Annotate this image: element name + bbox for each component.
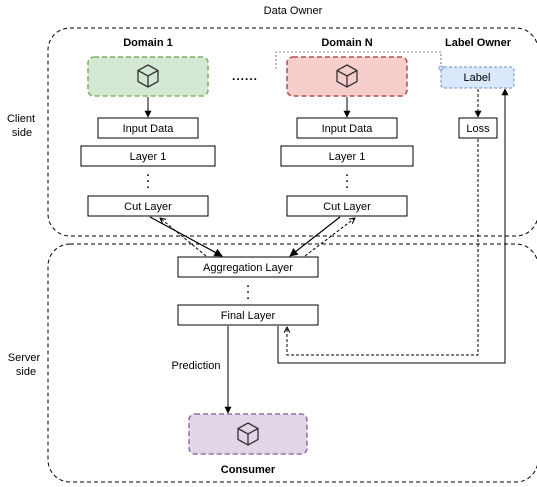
domain-1-layer-dots: . bbox=[146, 167, 149, 179]
prediction-label: Prediction bbox=[172, 360, 221, 372]
arrow-domain-n-cut-to-aggregation bbox=[289, 216, 341, 257]
loss-text: Loss bbox=[466, 123, 490, 135]
domain-1-cut-layer-text: Cut Layer bbox=[124, 201, 172, 213]
gradient-arrow-loss-to-final bbox=[287, 139, 479, 356]
label-owner-title: Label Owner bbox=[445, 37, 512, 49]
loss-box bbox=[458, 117, 498, 139]
arrow-final-to-label bbox=[277, 88, 509, 364]
gradient-arrow-to-domain-n-cut bbox=[304, 218, 355, 257]
link-anchor-dot bbox=[438, 65, 444, 71]
domain-n-layer-dots: . bbox=[345, 179, 348, 191]
label-box bbox=[440, 66, 515, 89]
domain-n-input-text: Input Data bbox=[322, 123, 374, 135]
dashed-link-label-to-domains bbox=[275, 51, 442, 70]
cube-icon bbox=[237, 422, 259, 446]
domain-1-input-box bbox=[97, 117, 199, 139]
domain-1-title: Domain 1 bbox=[123, 37, 173, 49]
domain-n-title: Domain N bbox=[321, 37, 372, 49]
domain-1-input-text: Input Data bbox=[123, 123, 175, 135]
domain-1-layer1-box bbox=[80, 145, 216, 167]
server-side-region bbox=[47, 243, 537, 483]
final-layer-text: Final Layer bbox=[221, 310, 276, 322]
cube-icon bbox=[137, 64, 159, 88]
diagram-title: Data Owner bbox=[264, 5, 323, 17]
label-text: Label bbox=[464, 72, 491, 84]
client-side-label-line2: side bbox=[12, 127, 32, 139]
domain-n-layer-dots: . bbox=[345, 167, 348, 179]
client-side-region bbox=[47, 27, 537, 237]
domain-n-input-box bbox=[296, 117, 398, 139]
domain-1-layer-dots: . bbox=[146, 179, 149, 191]
client-side-label-line1: Client bbox=[7, 113, 35, 125]
server-side-label-line2: side bbox=[16, 366, 36, 378]
domain-n-layer-dots: . bbox=[345, 173, 348, 185]
consumer-title: Consumer bbox=[221, 464, 276, 476]
domain-n-layer1-box bbox=[280, 145, 414, 167]
gradient-arrow-to-domain-1-cut bbox=[160, 218, 207, 257]
domain-ellipsis: ...... bbox=[232, 69, 258, 83]
cube-icon bbox=[336, 64, 358, 88]
domain-n-cut-layer-box bbox=[286, 195, 408, 217]
domain-1-layer1-text: Layer 1 bbox=[130, 151, 167, 163]
server-layer-dots: . bbox=[246, 290, 249, 302]
aggregation-layer-text: Aggregation Layer bbox=[203, 262, 293, 274]
final-layer-box bbox=[177, 304, 319, 326]
server-layer-dots: . bbox=[246, 278, 249, 290]
domain-n-cut-layer-text: Cut Layer bbox=[323, 201, 371, 213]
aggregation-layer-box bbox=[177, 256, 319, 278]
domain-1-layer-dots: . bbox=[146, 173, 149, 185]
domain-n-layer1-text: Layer 1 bbox=[329, 151, 366, 163]
domain-1-cut-layer-box bbox=[87, 195, 209, 217]
server-side-label-line1: Server bbox=[8, 352, 41, 364]
server-layer-dots: . bbox=[246, 284, 249, 296]
